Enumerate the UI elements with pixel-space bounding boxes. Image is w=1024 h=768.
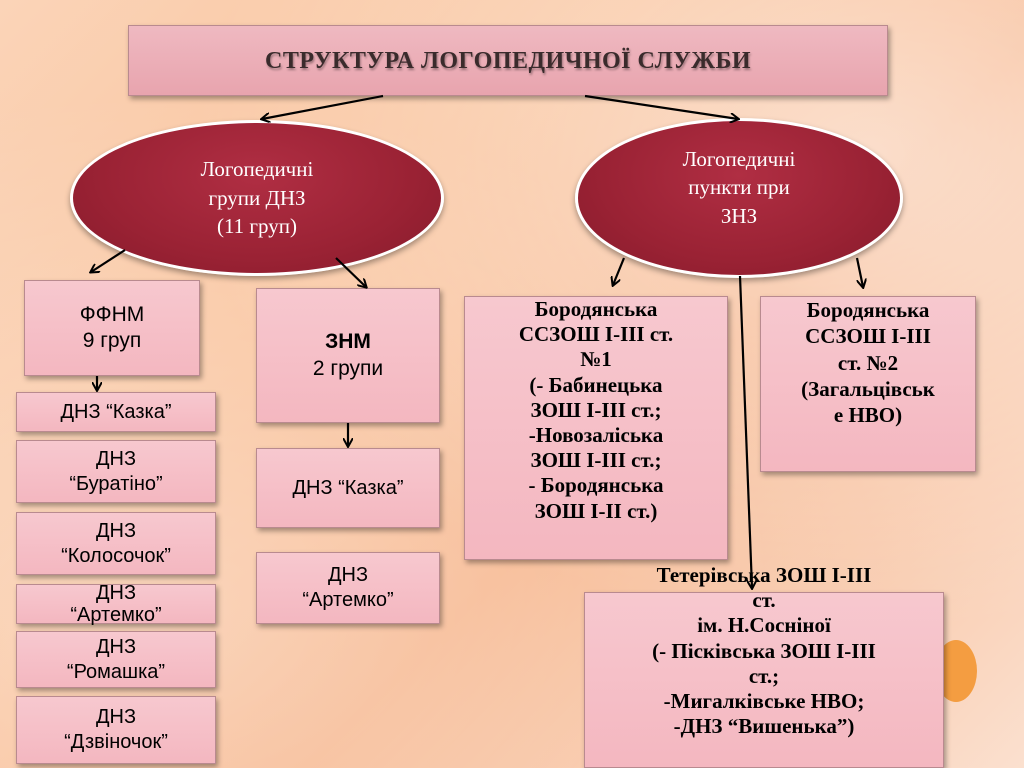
item-line: “Дзвіночок” (64, 731, 168, 753)
school-1-line: - Бородянська (528, 473, 664, 498)
item-line: “Колосочок” (61, 544, 171, 567)
school-1-line: Бородянська (534, 297, 658, 321)
speech-therapy-groups-node: Логопедичні групи ДНЗ (11 груп) (70, 120, 444, 276)
node-line: пункти при (688, 175, 790, 200)
school-3-line: -Мигалківське НВО; (663, 688, 865, 713)
school-1-line: ЗОШ І-ІІ ст.) (534, 498, 658, 523)
school-3-heading: Тетерівська ЗОШ І-ІІІ (656, 563, 872, 587)
school-2-line: Бородянська (806, 298, 930, 322)
school-3-line: (- Пісківська ЗОШ І-ІІІ (652, 638, 876, 663)
item-line: ДНЗ (95, 706, 137, 728)
znm-label: ЗНМ (325, 330, 371, 354)
school-1-box: Бородянська ССЗОШ І-ІІІ ст. №1 (- Бабине… (464, 296, 728, 560)
node-line: Логопедичні (200, 157, 314, 182)
ffnm-count: 9 груп (82, 329, 142, 352)
left-list-item: ДНЗ “Дзвіночок” (16, 696, 216, 764)
item-line: “Артемко” (302, 589, 394, 611)
arrow-title-to-left (262, 94, 384, 119)
speech-therapy-points-node: Логопедичні пункти при ЗНЗ (575, 118, 903, 278)
item-line: ДНЗ (95, 519, 137, 542)
school-3-line: ст.; (748, 663, 780, 688)
node-line: ЗНЗ (720, 203, 758, 228)
item-line: “Артемко” (70, 604, 162, 626)
znm-box: ЗНМ 2 групи (256, 288, 440, 423)
item-line: ДНЗ (95, 635, 137, 658)
left-list-item: ДНЗ “Колосочок” (16, 512, 216, 575)
mid-list-item: ДНЗ “Артемко” (256, 552, 440, 624)
school-3-box: Тетерівська ЗОШ І-ІІІ ст. ім. Н.Сосніної… (584, 563, 944, 768)
school-2-box: Бородянська ССЗОШ І-ІІІ ст. №2 (Загальці… (760, 296, 976, 472)
school-2-line: ССЗОШ І-ІІІ (805, 324, 931, 349)
arrow-title-to-right (584, 94, 738, 119)
item-line: ДНЗ (95, 447, 137, 470)
left-list-item: ДНЗ “Артемко” (16, 582, 216, 626)
item-line: “Буратіно” (69, 472, 163, 495)
node-line: (11 груп) (216, 214, 298, 239)
school-1-line: №1 (580, 347, 612, 372)
arrow-left-to-ffnm (91, 249, 126, 272)
mid-list-item: ДНЗ “Казка” (256, 448, 440, 528)
diagram-title-box: СТРУКТУРА ЛОГОПЕДИЧНОЇ СЛУЖБИ (128, 25, 888, 96)
school-1-line: ЗОШ І-ІІІ ст.; (530, 448, 662, 473)
school-2-line: е НВО) (833, 403, 903, 427)
node-line: Логопедичні (682, 147, 796, 171)
school-1-line: -Новозаліська (528, 422, 664, 447)
arrow-right-to-school3 (738, 275, 752, 588)
left-list-item: ДНЗ “Ромашка” (16, 631, 216, 688)
ffnm-box: ФФНМ 9 груп (24, 280, 200, 376)
left-list-item: ДНЗ “Казка” (16, 392, 216, 432)
school-2-line: ст. №2 (837, 350, 899, 375)
item-line: “Ромашка” (66, 660, 166, 683)
school-2-line: (Загальцівськ (801, 376, 935, 401)
diagram-title: СТРУКТУРА ЛОГОПЕДИЧНОЇ СЛУЖБИ (265, 47, 751, 74)
school-1-line: ССЗОШ І-ІІІ ст. (518, 322, 674, 347)
school-3-line: -ДНЗ “Вишенька”) (673, 714, 855, 739)
school-1-line: ЗОШ І-ІІІ ст.; (530, 397, 662, 422)
ffnm-label: ФФНМ (79, 302, 145, 326)
school-3-line: ім. Н.Сосніної (697, 613, 831, 638)
item-line: ДНЗ “Казка” (60, 400, 172, 423)
item-line: ДНЗ (327, 564, 369, 586)
arrow-right-to-school1 (613, 257, 626, 285)
znm-count: 2 групи (312, 356, 384, 380)
arrow-right-to-school2 (855, 257, 863, 287)
school-3-line: ст. (752, 588, 776, 613)
item-line: ДНЗ “Казка” (292, 476, 404, 499)
item-line: ДНЗ (95, 582, 137, 604)
school-1-line: (- Бабинецька (529, 372, 663, 397)
node-line: групи ДНЗ (208, 185, 306, 210)
left-list-item: ДНЗ “Буратіно” (16, 440, 216, 503)
